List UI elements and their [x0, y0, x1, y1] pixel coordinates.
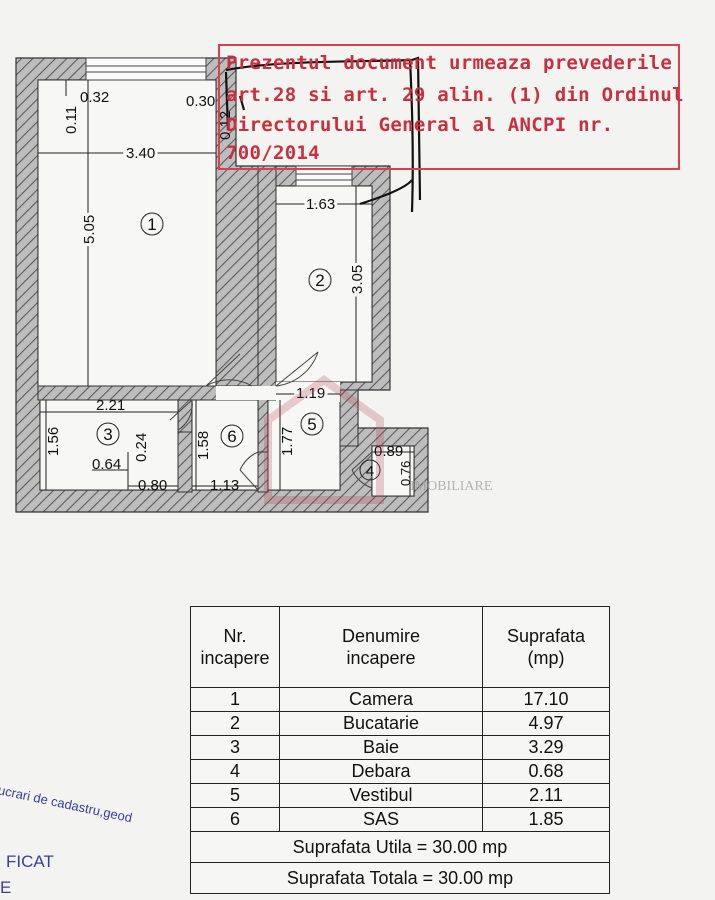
- room-1-floor: [37, 79, 217, 387]
- door-room-1: [205, 353, 253, 387]
- seal-text-2: E: [0, 878, 12, 897]
- dim-3-05: 3.05: [349, 265, 366, 294]
- door-bath: [169, 399, 193, 431]
- room-number-5: 5: [307, 415, 316, 434]
- dim-2-21: 2.21: [96, 397, 125, 414]
- watermark-text: IMOBILIARE: [410, 479, 492, 494]
- door-room-2: [275, 351, 319, 387]
- stamp-line-2: art.28 si art. 29 alin. (1) din Ordinul: [226, 84, 684, 106]
- window-room-2: [295, 165, 353, 187]
- dim-1-13: 1.13: [210, 477, 239, 494]
- cell-name: Baie: [279, 735, 483, 760]
- cell-area: 17.10: [482, 687, 610, 712]
- window-room-1: [85, 57, 207, 81]
- cell-name: Vestibul: [279, 783, 483, 808]
- header-nr: Nr.incapere: [190, 606, 280, 688]
- hall-floor-2: [276, 382, 340, 402]
- dim-1-56: 1.56: [45, 427, 62, 456]
- dim-0-12: 0.12: [217, 111, 234, 140]
- cell-area: 3.29: [482, 735, 610, 760]
- dim-1-58: 1.58: [195, 431, 212, 460]
- dim-3-40: 3.40: [126, 145, 155, 162]
- header-area: Suprafata(mp): [482, 606, 610, 688]
- cell-nr: 2: [190, 711, 280, 736]
- dim-0-64: 0.64: [92, 456, 121, 473]
- cell-nr: 6: [190, 807, 280, 832]
- stamp-line-4: 700/2014: [226, 142, 320, 164]
- cell-area: 4.97: [482, 711, 610, 736]
- suprafata-totala: Suprafata Totala = 30.00 mp: [190, 862, 610, 894]
- dim-1-77: 1.77: [279, 427, 296, 456]
- cell-name: Camera: [279, 687, 483, 712]
- cell-name: Bucatarie: [279, 711, 483, 736]
- room-number-4: 4: [366, 463, 374, 480]
- dim-0-76: 0.76: [398, 461, 413, 486]
- door-debara: [351, 451, 373, 489]
- dim-5-05: 5.05: [81, 215, 98, 244]
- cell-area: 0.68: [482, 759, 610, 784]
- table-total-row: Suprafata Utila = 30.00 mp: [190, 831, 610, 863]
- cell-name: Debara: [279, 759, 483, 784]
- seal-text-1: FICAT: [6, 852, 54, 871]
- cell-area: 1.85: [482, 807, 610, 832]
- door-sas: [239, 451, 259, 491]
- room-4-floor: [371, 445, 415, 497]
- stamp-box: [218, 44, 680, 170]
- dim-1-19: 1.19: [296, 385, 325, 402]
- floor-plan: 0.32 0.30 0.11 0.12 3.40 5.05 1.63 3.05 …: [15, 56, 492, 513]
- cell-nr: 1: [190, 687, 280, 712]
- suprafata-utila: Suprafata Utila = 30.00 mp: [190, 831, 610, 863]
- cell-nr: 5: [190, 783, 280, 808]
- cell-nr: 4: [190, 759, 280, 784]
- cell-nr: 3: [190, 735, 280, 760]
- dim-0-32: 0.32: [80, 89, 109, 106]
- room-6-floor: [191, 399, 259, 491]
- room-number-3: 3: [103, 425, 112, 444]
- cell-area: 2.11: [482, 783, 610, 808]
- dim-0-24: 0.24: [133, 433, 150, 462]
- dim-0-30: 0.30: [186, 93, 215, 110]
- dim-0-80: 0.80: [138, 477, 167, 494]
- room-number-2: 2: [315, 271, 324, 290]
- pen-scribble: [224, 56, 422, 213]
- dim-1-63: 1.63: [306, 196, 335, 213]
- dim-0-11: 0.11: [63, 106, 80, 134]
- cell-name: SAS: [279, 807, 483, 832]
- room-number-6: 6: [227, 427, 236, 446]
- seal-arc-text: lucrari de cadastru,geod: [0, 781, 134, 826]
- watermark-house-logo: [264, 375, 384, 504]
- stamp-line-1: Prezentul document urmeaza prevederile: [226, 52, 673, 74]
- table-total-row: Suprafata Totala = 30.00 mp: [190, 862, 610, 894]
- room-number-1: 1: [147, 215, 156, 234]
- dim-0-89: 0.89: [374, 443, 403, 460]
- wall-kitchen-left: [257, 165, 277, 389]
- wall-bath-right: [177, 431, 193, 493]
- stamp-line-3: Directorului General al ANCPI nr.: [226, 114, 614, 136]
